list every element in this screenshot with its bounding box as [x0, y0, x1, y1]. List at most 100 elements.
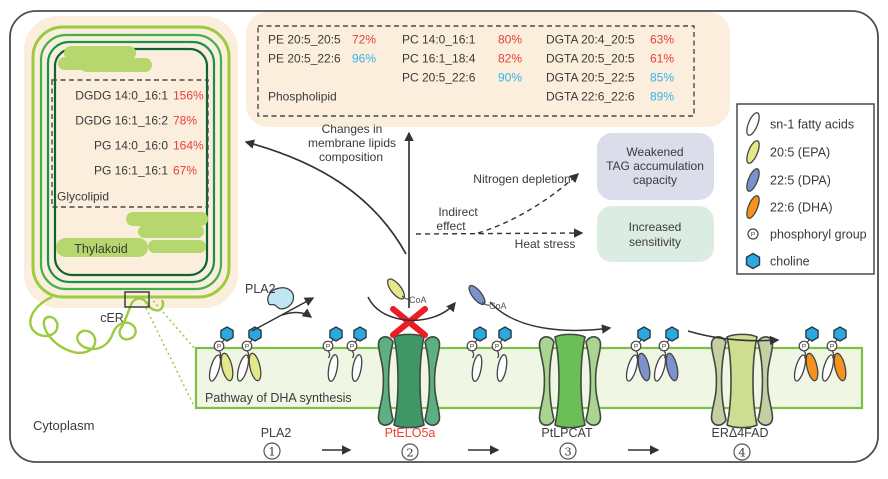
phospholipid-row-value: 89% [650, 90, 674, 104]
svg-text:phosphoryl group: phosphoryl group [770, 228, 867, 242]
svg-text:sn-1 fatty acids: sn-1 fatty acids [770, 118, 854, 132]
desaturation-arc-arrow [687, 330, 780, 346]
step-number-3: 3 [559, 442, 577, 460]
thylakoid-label: Thylakoid [74, 242, 128, 256]
pla2-enzyme-blob [267, 287, 295, 310]
legend: sn-1 fatty acids 20:5 (EPA) 22:5 (DPA) 2… [736, 103, 875, 275]
svg-text:capacity: capacity [633, 173, 677, 187]
svg-text:1: 1 [268, 445, 275, 459]
membrane-ring-3 [46, 40, 216, 284]
glycolipid-row-value: 67% [173, 164, 197, 178]
dashed-arrow-heat [415, 228, 584, 238]
heat-stress-label: Heat stress [515, 237, 576, 251]
phospholipid-row-name: PE 20:5_22:6 [268, 52, 341, 66]
glycolipid-row-value: 164% [173, 139, 204, 153]
svg-text:composition: composition [319, 150, 383, 164]
svg-text:4: 4 [738, 446, 745, 460]
svg-text:TAG accumulation: TAG accumulation [606, 159, 704, 173]
svg-text:22:5 (DPA): 22:5 (DPA) [770, 174, 831, 188]
cytoplasm-label: Cytoplasm [33, 418, 94, 433]
lipid-pc-dpa-1 [625, 326, 651, 382]
dpa-icon [746, 168, 760, 192]
sn1-fatty-acid-icon [746, 112, 760, 136]
glycolipid-row-value: 156% [173, 89, 204, 103]
lipid-pc-dha-1 [793, 326, 819, 382]
phospholipid-row-value: 96% [352, 52, 376, 66]
step-number-2: 2 [401, 443, 419, 461]
svg-text:membrane lipids: membrane lipids [308, 136, 396, 150]
pla2-branch-arrow [281, 308, 313, 318]
phospholipid-row-name: DGTA 20:5_20:5 [546, 52, 635, 66]
enzyme-label-row: PLA2 PtELO5a PtLPCAT ERΔ4FAD 1 2 3 4 [261, 426, 769, 461]
cer-zoom-marker [124, 291, 150, 308]
increased-sensitivity-box: Increased sensitivity [597, 206, 714, 262]
phospholipid-row-name: PE 20:5_20:5 [268, 33, 341, 47]
phospholipid-row-value: 82% [498, 52, 522, 66]
glycolipid-row-name: PG 16:1_16:1 [94, 164, 168, 178]
indirect-effect-label: Indirect effect [436, 205, 478, 233]
protein-ptlpcat [538, 333, 602, 429]
cer-label: cER [100, 311, 124, 325]
epa-coa: CoA [386, 278, 427, 305]
cell-chloroplast: Thylakoid DGDG 14:0_16:1 156% DGDG 16:1_… [24, 16, 238, 407]
elongation-arc-arrow [367, 296, 456, 322]
dashed-arrow-nitrogen [477, 173, 580, 234]
phospholipid-row-value: 72% [352, 33, 376, 47]
pla2-enzyme-label: PLA2 [245, 282, 276, 296]
dha-icon [746, 195, 760, 219]
protein-erd4fad [710, 333, 774, 429]
zoom-guide-line-top [149, 296, 197, 351]
weakened-tag-box: Weakened TAG accumulation capacity [597, 133, 714, 200]
glycolipid-row-name: DGDG 14:0_16:1 [75, 89, 168, 103]
step-number-4: 4 [733, 443, 751, 461]
phospholipid-row-value: 61% [650, 52, 674, 66]
arrow-group [244, 131, 584, 308]
epa-icon [746, 140, 760, 164]
lipid-lyso-4 [491, 326, 512, 382]
phosphoryl-icon: P [747, 228, 759, 240]
enzyme-label-erd4fad: ERΔ4FAD [712, 426, 769, 440]
phospholipid-panel-bg [246, 12, 730, 127]
glycolipid-panel: DGDG 14:0_16:1 156% DGDG 16:1_16:2 78% P… [51, 79, 209, 208]
enzyme-label-ptlpcat: PtLPCAT [541, 426, 593, 440]
phospholipid-row-value: 90% [498, 71, 522, 85]
svg-text:22:6 (DHA): 22:6 (DHA) [770, 201, 833, 215]
lipid-lyso-3 [466, 326, 487, 382]
thylakoid-stacks-bottom [56, 212, 208, 257]
lipid-pc-dha-2 [821, 326, 847, 382]
lipid-pc-epa-1 [208, 326, 234, 382]
thylakoid-stacks-top [58, 46, 152, 72]
svg-text:CoA: CoA [489, 301, 507, 311]
enzyme-label-pla2: PLA2 [261, 426, 292, 440]
dpa-coa: CoA [468, 284, 507, 311]
enzyme-label-ptelo5a: PtELO5a [385, 426, 436, 440]
svg-text:Increased: Increased [629, 220, 682, 234]
svg-text:2: 2 [406, 446, 413, 460]
glycolipid-label: Glycolipid [57, 190, 109, 204]
svg-text:sensitivity: sensitivity [629, 235, 681, 249]
svg-text:P: P [751, 232, 755, 239]
step-number-1: 1 [263, 442, 281, 460]
svg-text:3: 3 [564, 445, 571, 459]
svg-text:20:5 (EPA): 20:5 (EPA) [770, 146, 830, 160]
phospholipid-row-value: 85% [650, 71, 674, 85]
svg-text:Weakened: Weakened [626, 145, 683, 159]
arrow-to-glycolipid [244, 139, 407, 255]
svg-text:CoA: CoA [409, 295, 427, 305]
phospholipid-row-name: PC 14:0_16:1 [402, 33, 476, 47]
phospholipid-row-name: DGTA 20:5_22:5 [546, 71, 635, 85]
blocked-x-icon [390, 306, 428, 338]
lipid-lyso-1 [322, 326, 343, 382]
membrane-ring-2 [39, 33, 223, 291]
phospholipid-row-value: 63% [650, 33, 674, 47]
phospholipid-panel: PE 20:5_20:5 72% PE 20:5_22:6 96% PC 14:… [246, 12, 730, 127]
protein-ptelo5a [377, 333, 441, 429]
phospholipid-row-name: PC 20:5_22:6 [402, 71, 476, 85]
phospholipid-row-name: DGTA 20:4_20:5 [546, 33, 635, 47]
glycolipid-row-name: DGDG 16:1_16:2 [75, 114, 168, 128]
zoom-guide-line-bottom [145, 307, 195, 407]
svg-text:Changes in: Changes in [322, 122, 383, 136]
nitrogen-depletion-label: Nitrogen depletion [473, 172, 570, 186]
svg-text:choline: choline [770, 255, 810, 269]
